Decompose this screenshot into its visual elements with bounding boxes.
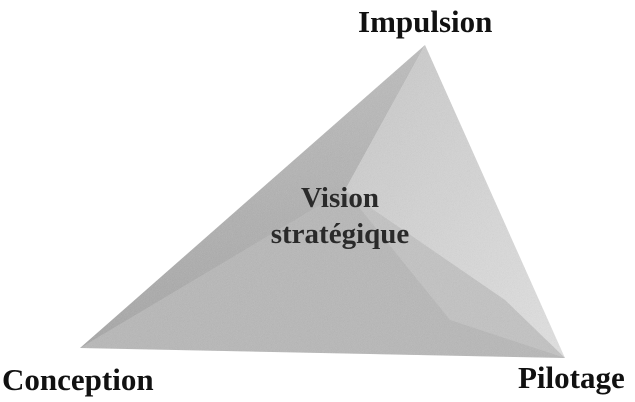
center-label-line-1: Vision bbox=[240, 180, 440, 216]
vertex-label-right: Pilotage bbox=[518, 360, 625, 396]
center-label-line-2: stratégique bbox=[240, 216, 440, 252]
vertex-label-top: Impulsion bbox=[358, 4, 492, 40]
center-label: Vision stratégique bbox=[240, 180, 440, 252]
vertex-label-left: Conception bbox=[2, 362, 154, 398]
